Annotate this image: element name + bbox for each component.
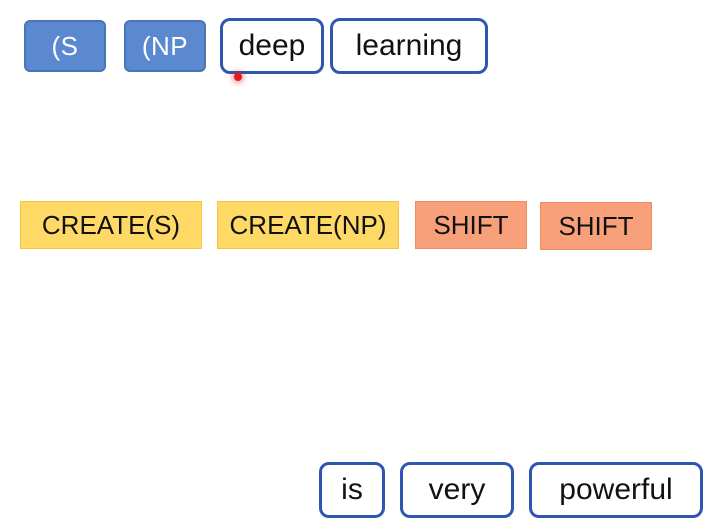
buffer-token-very: very xyxy=(400,462,514,518)
word-token-label: learning xyxy=(355,29,463,62)
stack-token-label: (NP xyxy=(141,30,189,61)
word-token-learning: learning xyxy=(330,18,488,74)
buffer-token-label: very xyxy=(428,473,486,506)
stack-token-np: (NP xyxy=(124,20,206,72)
buffer-token-label: powerful xyxy=(559,473,673,506)
stack-token-label: (S xyxy=(51,30,79,61)
action-shift-2: SHIFT xyxy=(540,202,652,250)
action-label: SHIFT xyxy=(558,210,634,241)
buffer-token-powerful: powerful xyxy=(529,462,703,518)
stack-token-s: (S xyxy=(24,20,106,72)
action-shift-1: SHIFT xyxy=(415,201,527,249)
buffer-token-label: is xyxy=(341,473,363,506)
buffer-token-is: is xyxy=(319,462,385,518)
word-token-label: deep xyxy=(238,29,306,62)
word-token-deep: deep xyxy=(220,18,324,74)
action-create-np: CREATE(NP) xyxy=(217,201,399,249)
cursor-dot-icon xyxy=(234,73,242,81)
action-label: CREATE(S) xyxy=(41,209,181,240)
action-label: CREATE(NP) xyxy=(229,209,387,240)
action-create-s: CREATE(S) xyxy=(20,201,202,249)
action-label: SHIFT xyxy=(433,209,509,240)
